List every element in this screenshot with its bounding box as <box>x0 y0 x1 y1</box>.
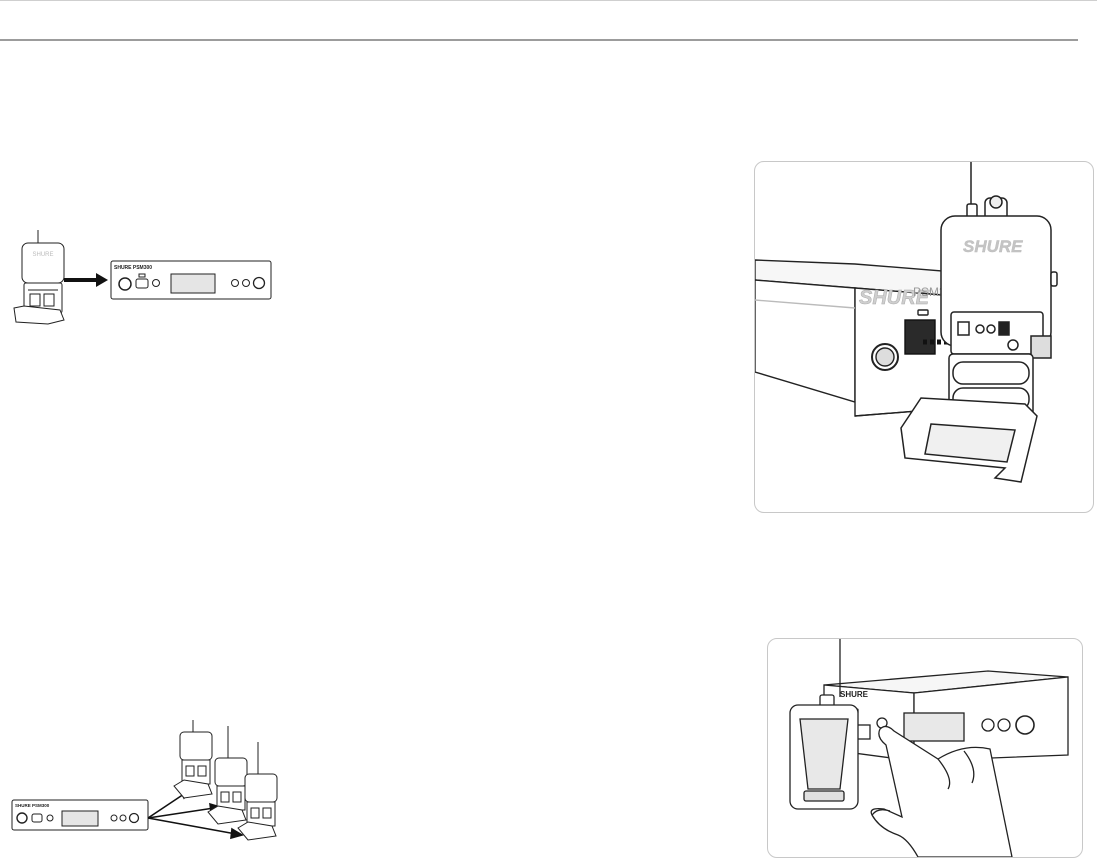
transmitter-illustration-2: SHURE PSM300 <box>12 800 148 830</box>
multi-sync-diagram-small: SHURE PSM300 <box>8 718 298 858</box>
header-rule <box>0 39 1078 41</box>
transmitter-front: SHURE <box>824 671 1068 761</box>
sync-button-illustration-panel: SHURE <box>767 638 1083 858</box>
transmitter-illustration: SHURE PSM300 <box>111 261 271 299</box>
sync-arrow <box>64 273 108 287</box>
bodypack-2 <box>208 726 247 824</box>
bodypack-1 <box>174 720 212 798</box>
transmitter-brand-2: SHURE PSM300 <box>15 803 50 808</box>
transmitter-brand-large: SHURE <box>840 690 869 699</box>
transmitter-chassis: SHURE PSM300 <box>755 260 959 416</box>
ir-sync-illustration-panel: SHURE PSM300 SHURE <box>754 161 1094 513</box>
bodypack-front <box>790 639 858 809</box>
bodypack-illustration: SHURE <box>14 230 64 324</box>
bodypack-brand-large: SHURE <box>963 237 1023 256</box>
sync-diagram-small: SHURE SHURE PSM300 <box>8 228 278 348</box>
transmitter-brand: SHURE PSM300 <box>114 265 152 271</box>
bodypack-brand: SHURE <box>32 252 53 258</box>
top-rule <box>0 0 1097 1</box>
